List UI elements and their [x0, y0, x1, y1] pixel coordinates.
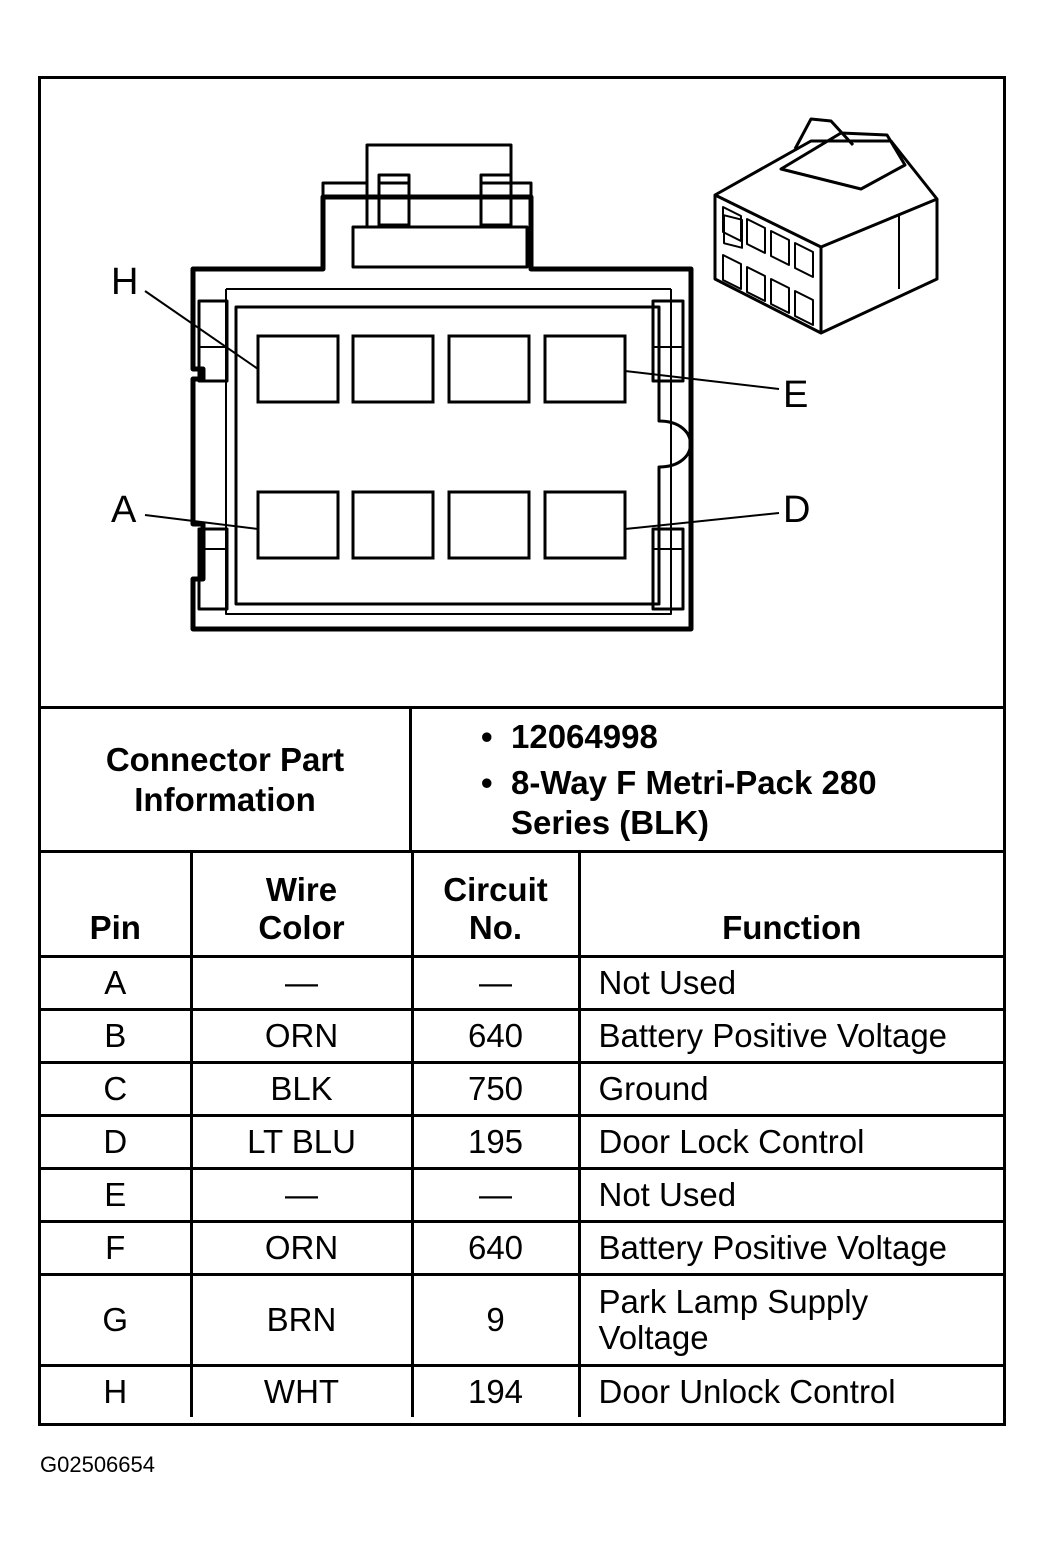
header-circuit-no: Circuit No.: [410, 850, 581, 958]
table-row: E — — Not Used: [41, 1167, 1003, 1223]
connector-type: 8-Way F Metri-Pack 280 Series (BLK): [481, 763, 981, 843]
connector-face: [234, 305, 692, 606]
function-cell: Park Lamp Supply Voltage: [577, 1273, 1003, 1367]
circuit-cell: 750: [410, 1061, 581, 1117]
wire-color-cell: ORN: [189, 1220, 414, 1276]
connector-3d-view: [713, 117, 939, 335]
function-cell: Battery Positive Voltage: [577, 1008, 1003, 1064]
connector-part-info-label-text: Connector Part Information: [105, 740, 345, 818]
pin-cell: E: [41, 1167, 193, 1223]
leader-e: [624, 370, 780, 390]
header-pin: Pin: [41, 850, 193, 958]
part-number: 12064998: [481, 717, 981, 757]
connector-latch: [321, 143, 533, 197]
connector-body: [190, 194, 694, 632]
table-row: G BRN 9 Park Lamp Supply Voltage: [41, 1273, 1003, 1367]
header-wire-color-text: Wire Color: [258, 871, 345, 946]
wire-color-cell: ORN: [189, 1008, 414, 1064]
wire-color-cell: LT BLU: [189, 1114, 414, 1170]
wire-color-cell: —: [189, 1167, 414, 1223]
function-cell: Not Used: [577, 955, 1003, 1011]
circuit-cell: —: [410, 1167, 581, 1223]
leader-d: [624, 512, 780, 530]
leader-h: [144, 290, 259, 370]
wire-color-cell: BLK: [189, 1061, 414, 1117]
connector-drawing: [144, 117, 939, 632]
function-cell: Door Lock Control: [577, 1114, 1003, 1170]
connector-part-info-list: 12064998 8-Way F Metri-Pack 280 Series (…: [481, 717, 981, 849]
pin-cell: F: [41, 1220, 193, 1276]
latch-cap: [351, 225, 529, 269]
table-row: F ORN 640 Battery Positive Voltage: [41, 1220, 1003, 1276]
pin-cell: D: [41, 1114, 193, 1170]
wire-color-cell: WHT: [189, 1364, 414, 1417]
connector-part-info-label: Connector Part Information: [41, 709, 412, 850]
diagram-frame: H E A D Connector Part Information 12064…: [38, 76, 1006, 1426]
wire-color-cell: BRN: [189, 1273, 414, 1367]
callout-d: D: [783, 489, 811, 531]
terminal-cavities: [256, 334, 627, 560]
header-circuit-no-text: Circuit No.: [443, 871, 548, 946]
pin-cell: B: [41, 1008, 193, 1064]
circuit-cell: —: [410, 955, 581, 1011]
function-cell-text: Park Lamp Supply Voltage: [598, 1283, 869, 1356]
leader-a: [144, 514, 259, 530]
table-row: A — — Not Used: [41, 955, 1003, 1011]
wire-color-cell: —: [189, 955, 414, 1011]
callout-e: E: [783, 374, 809, 416]
callout-h: H: [111, 261, 139, 303]
connector-part-info: Connector Part Information 12064998 8-Wa…: [41, 706, 1003, 853]
function-cell: Door Unlock Control: [577, 1364, 1003, 1417]
figure-code: G02506654: [40, 1452, 155, 1477]
circuit-cell: 640: [410, 1008, 581, 1064]
circuit-cell: 194: [410, 1364, 581, 1417]
table-header-row: Pin Wire Color Circuit No. Function: [41, 850, 1003, 958]
table-row: D LT BLU 195 Door Lock Control: [41, 1114, 1003, 1170]
table-row: B ORN 640 Battery Positive Voltage: [41, 1008, 1003, 1064]
pin-cell: G: [41, 1273, 193, 1367]
callout-a: A: [111, 489, 137, 531]
pin-table: Pin Wire Color Circuit No. Function A — …: [41, 850, 1003, 1417]
circuit-cell: 9: [410, 1273, 581, 1367]
pin-cell: A: [41, 955, 193, 1011]
pin-cell: C: [41, 1061, 193, 1117]
circuit-cell: 640: [410, 1220, 581, 1276]
function-cell: Ground: [577, 1061, 1003, 1117]
table-row: H WHT 194 Door Unlock Control: [41, 1364, 1003, 1417]
header-wire-color: Wire Color: [189, 850, 414, 958]
circuit-cell: 195: [410, 1114, 581, 1170]
pin-cell: H: [41, 1364, 193, 1417]
table-row: C BLK 750 Ground: [41, 1061, 1003, 1117]
header-function: Function: [577, 850, 1003, 958]
function-cell: Battery Positive Voltage: [577, 1220, 1003, 1276]
function-cell: Not Used: [577, 1167, 1003, 1223]
